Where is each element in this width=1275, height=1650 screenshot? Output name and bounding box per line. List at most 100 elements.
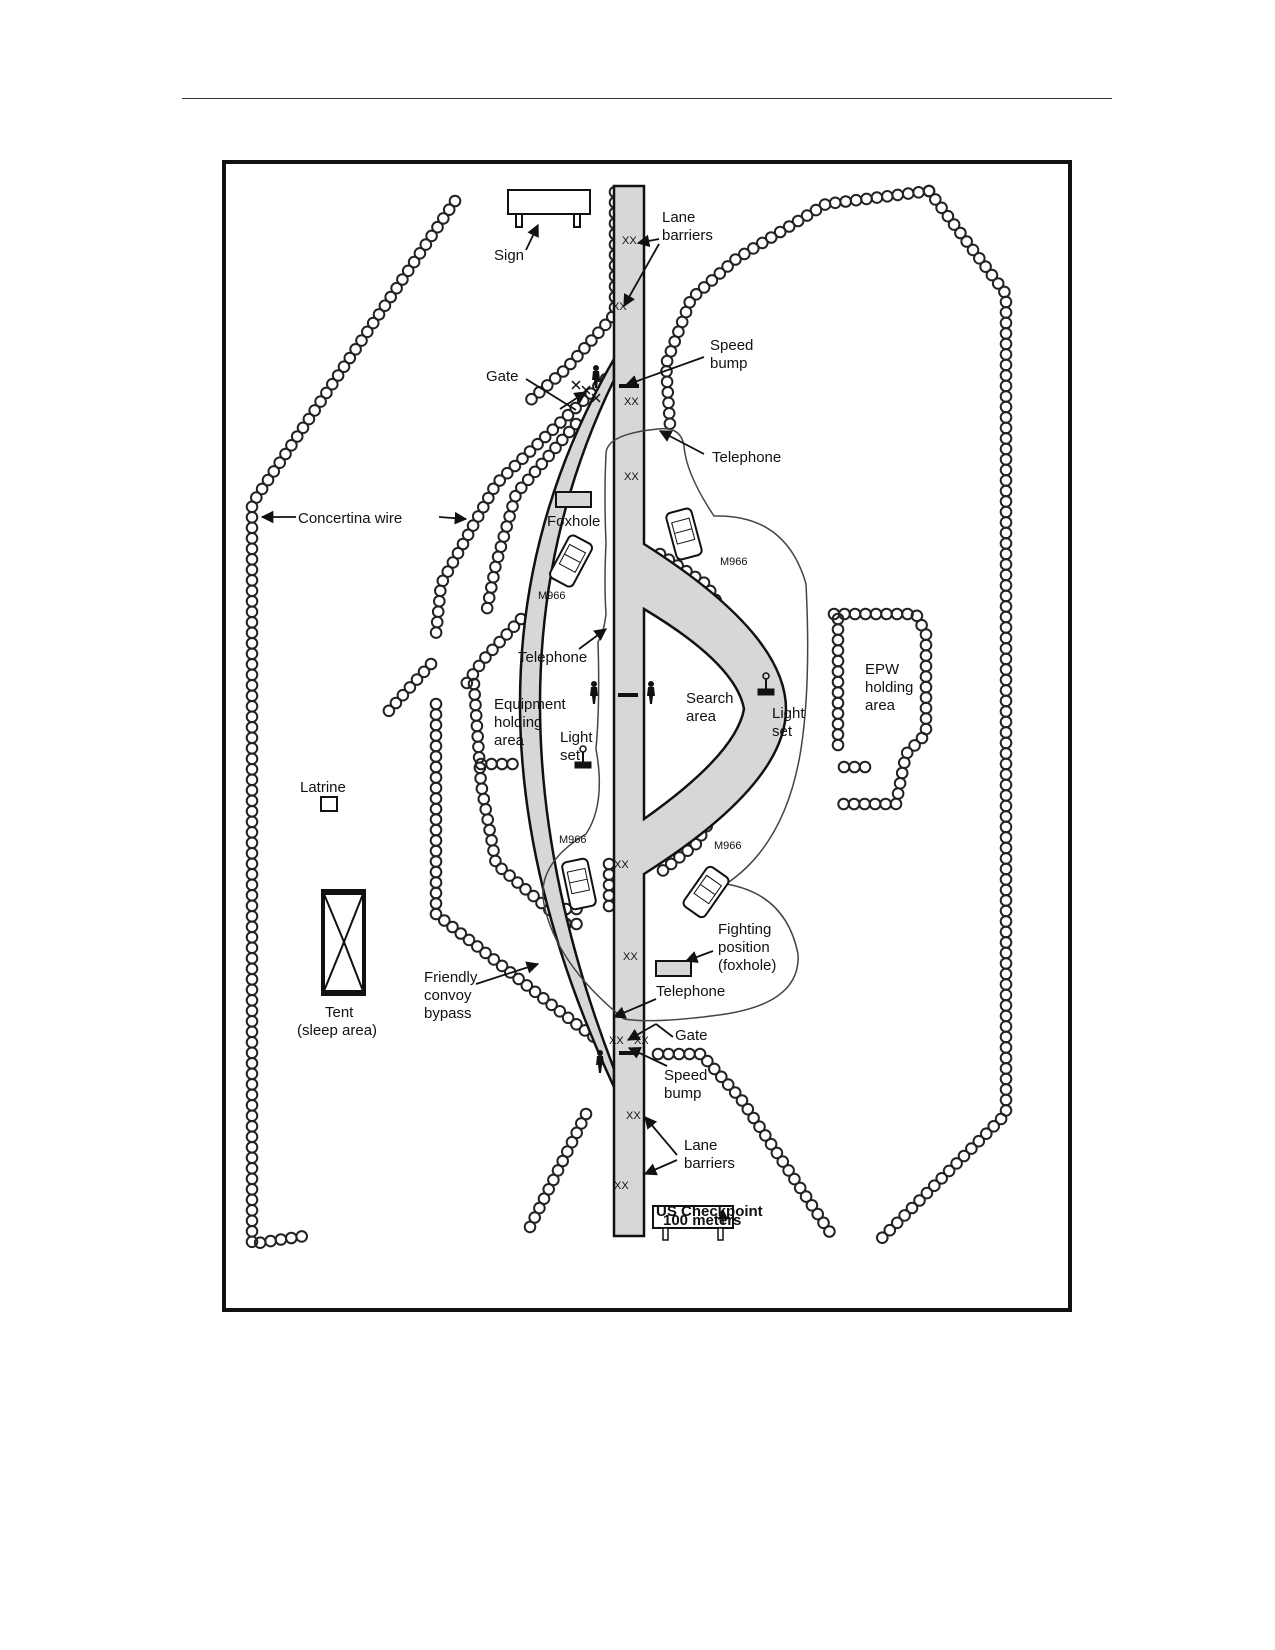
vehicle-label-southwest: M966 xyxy=(559,834,587,846)
wire-coil xyxy=(429,823,443,837)
wire-coil xyxy=(337,360,351,373)
wire-coil xyxy=(245,1225,259,1238)
foxhole xyxy=(555,491,592,508)
wire-coil xyxy=(537,992,550,1005)
wire-coil xyxy=(999,894,1013,907)
light-set-label-west-line2: set xyxy=(560,747,581,764)
foxhole-label: Foxhole xyxy=(547,513,600,530)
wire-coil xyxy=(446,920,459,934)
wire-coil xyxy=(999,568,1013,582)
header-rule xyxy=(182,98,1112,99)
barrier-mark: XX xyxy=(614,1180,629,1192)
wire-coil xyxy=(868,797,882,811)
wire-coil xyxy=(919,701,933,715)
wire-coil xyxy=(495,959,509,973)
wire-coil xyxy=(355,334,368,347)
wire-coil xyxy=(999,505,1013,519)
wire-coil xyxy=(564,357,577,371)
wire-coil xyxy=(461,528,475,542)
wire-coil xyxy=(999,705,1013,718)
wire-coil xyxy=(285,1231,298,1245)
wire-coil xyxy=(773,225,787,239)
wire-coil xyxy=(245,1130,259,1144)
wire-coil xyxy=(245,731,259,745)
wire-coil xyxy=(776,1155,790,1168)
wire-coil xyxy=(396,273,409,286)
wire-coil xyxy=(999,484,1013,498)
wire-coil xyxy=(954,226,967,240)
wire-coil xyxy=(429,897,443,910)
wire-coil xyxy=(831,633,845,647)
wire-coil xyxy=(429,718,443,732)
wire-coil xyxy=(343,351,357,365)
sign-label: Sign xyxy=(494,247,524,264)
wire-coil xyxy=(401,264,415,278)
wire-coil xyxy=(245,857,259,871)
wire-coil xyxy=(425,229,438,243)
wire-coil xyxy=(664,857,678,871)
wire-coil xyxy=(245,637,259,650)
wire-coil xyxy=(788,1172,801,1186)
wire-coil xyxy=(791,214,805,228)
wire-coil xyxy=(245,553,259,566)
wire-coil xyxy=(999,1072,1013,1086)
wire-coil xyxy=(999,852,1013,865)
wire-coil xyxy=(245,1099,259,1112)
wire-coil xyxy=(999,348,1013,361)
wire-coil xyxy=(999,957,1013,970)
wire-coil xyxy=(507,620,521,634)
wire-coil xyxy=(261,473,275,487)
wire-coil xyxy=(999,432,1013,445)
wire-coil xyxy=(503,869,516,882)
concertina-wire-label: Concertina wire xyxy=(298,510,402,527)
barrier-mark: XX xyxy=(609,1035,624,1047)
wire-coil xyxy=(523,1220,537,1234)
wire-coil xyxy=(837,760,851,774)
wire-coil xyxy=(476,500,490,514)
callout-arrows xyxy=(260,223,714,1176)
wire-coil xyxy=(531,437,544,451)
wire-coil xyxy=(999,757,1013,771)
wire-coil xyxy=(245,931,259,944)
wire-coil xyxy=(999,1030,1013,1044)
wire-coil xyxy=(747,1111,760,1125)
wire-coil xyxy=(267,465,281,478)
wire-coil xyxy=(870,191,884,204)
wire-coil xyxy=(919,649,933,662)
wire-coil xyxy=(274,1233,288,1246)
wire-coil xyxy=(382,704,396,718)
wire-coil xyxy=(378,299,392,312)
wire-coil xyxy=(480,601,494,615)
wire-coil xyxy=(753,1120,766,1134)
wire-coil xyxy=(245,500,259,514)
wire-coil xyxy=(919,680,933,694)
wire-coil xyxy=(999,1083,1013,1096)
fighting-position-label-line3: (foxhole) xyxy=(718,957,776,974)
wire-coil xyxy=(528,465,542,479)
wire-coil xyxy=(245,647,259,661)
wire-coil xyxy=(662,1047,675,1061)
wire-coil xyxy=(429,739,443,753)
wire-coil xyxy=(831,644,845,657)
wire-coil xyxy=(987,1120,1001,1133)
wire-coil xyxy=(999,726,1013,739)
wire-coil xyxy=(528,985,542,999)
wire-coil xyxy=(295,1230,308,1243)
wire-coil xyxy=(442,203,456,217)
wire-coil xyxy=(811,1207,825,1221)
wire-coil xyxy=(245,742,259,755)
wire-coil xyxy=(570,917,583,931)
wire-coil xyxy=(285,439,298,452)
wire-coil xyxy=(549,441,562,455)
wire-coil xyxy=(999,579,1013,592)
telephone-lines xyxy=(542,427,809,1022)
wire-coil xyxy=(828,196,842,210)
equipment-holding-label-line1: Equipment xyxy=(494,696,567,713)
wire-coil xyxy=(660,375,674,389)
wire-coil xyxy=(602,878,616,892)
wire-coil xyxy=(554,416,567,429)
gate-label-south: Gate xyxy=(675,1027,708,1044)
wire-coil xyxy=(999,936,1013,949)
wire-coil xyxy=(493,635,506,649)
wire-coil xyxy=(326,377,339,391)
